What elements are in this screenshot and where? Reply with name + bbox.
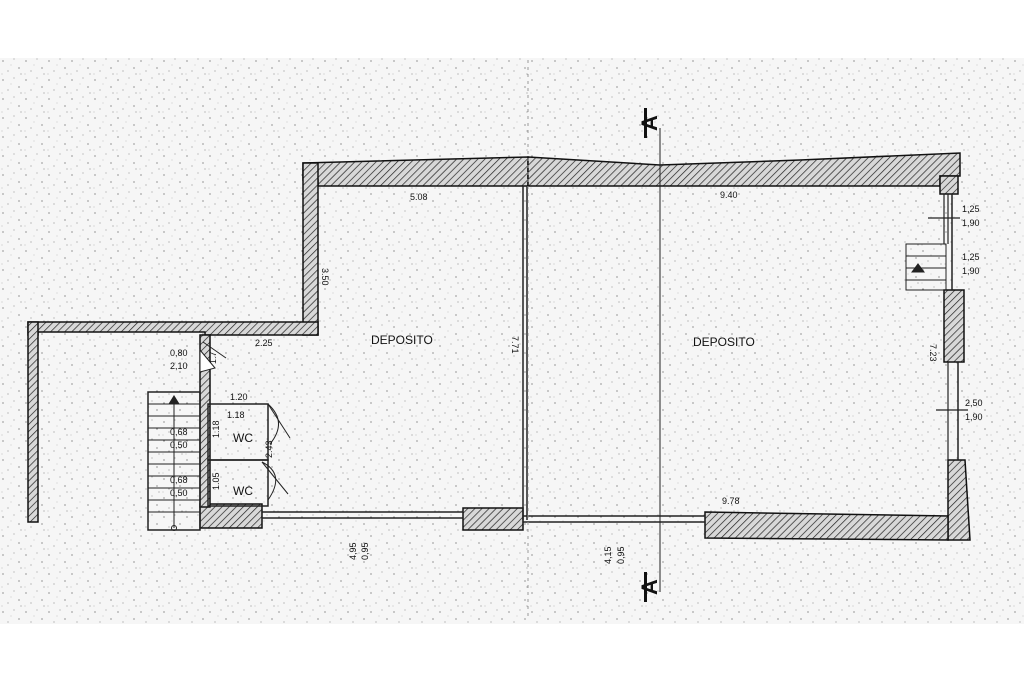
wall-far-left — [27, 321, 39, 523]
dim-win-r3-h: 1,90 — [965, 412, 983, 422]
dim-open-right-h: 0,95 — [616, 546, 626, 564]
dim-win-a-w: 0,68 — [170, 427, 188, 437]
wall-right-lower — [947, 459, 971, 541]
dim-win-r1-h: 1,90 — [962, 218, 980, 228]
dim-wc-door-1: 2.43 — [264, 440, 274, 458]
room-label-left: DEPOSITO — [371, 333, 433, 347]
dim-right-height: 7.23 — [928, 344, 938, 362]
room-label-wc-lower: WC — [233, 484, 253, 498]
wall-bottom-pillar — [462, 507, 524, 531]
section-label-bottom: A — [637, 579, 662, 595]
dim-center-wall: 7.71 — [510, 336, 520, 354]
dim-win-a-h: 0,50 — [170, 440, 188, 450]
wall-left-upper — [302, 162, 319, 336]
dim-mid-step: 2.25 — [255, 338, 273, 348]
section-markers — [644, 108, 647, 602]
door-swings — [199, 341, 291, 501]
wall-bottom-left — [199, 503, 263, 529]
dim-top-left: 5.08 — [410, 192, 428, 202]
walls — [27, 152, 971, 541]
dim-open-left-w: 4,95 — [348, 542, 358, 560]
room-label-wc-upper: WC — [233, 431, 253, 445]
dim-wc-lower: 1.05 — [211, 472, 221, 490]
right-windows — [928, 194, 968, 460]
interior-lines — [147, 60, 959, 620]
dim-win-r2-w: 1,25 — [962, 252, 980, 262]
dim-win-b-h: 0,50 — [170, 488, 188, 498]
dim-wc-side: 1.18 — [211, 420, 221, 438]
dim-wc-top: 1.20 — [230, 392, 248, 402]
dim-door-80-w: 0,80 — [170, 348, 188, 358]
dim-win-b-w: 0,68 — [170, 475, 188, 485]
dim-open-right-w: 4,15 — [603, 546, 613, 564]
dim-bottom-right: 9.78 — [722, 496, 740, 506]
wall-top-right — [527, 152, 961, 187]
dim-door-small: 1.7 — [208, 351, 218, 364]
dim-wc-inner: 1.18 — [227, 410, 245, 420]
dim-open-left-h: 0,95 — [360, 542, 370, 560]
dim-win-r1-w: 1,25 — [962, 204, 980, 214]
room-label-right: DEPOSITO — [693, 335, 755, 349]
section-label-top: A — [637, 115, 662, 131]
wall-right-mid — [943, 289, 965, 363]
dim-win-r3-w: 2,50 — [965, 398, 983, 408]
small-stair — [905, 243, 947, 291]
wc-lower-walls — [207, 459, 269, 507]
wall-bottom-right — [704, 511, 949, 541]
dim-top-right: 9.40 — [720, 190, 738, 200]
stairs — [148, 395, 200, 531]
dim-door-80-h: 2,10 — [170, 361, 188, 371]
wall-right-upper — [939, 175, 959, 195]
dim-left-wall: 3.50 — [320, 268, 330, 286]
dim-win-r2-h: 1,90 — [962, 266, 980, 276]
wall-top-left — [302, 156, 529, 187]
